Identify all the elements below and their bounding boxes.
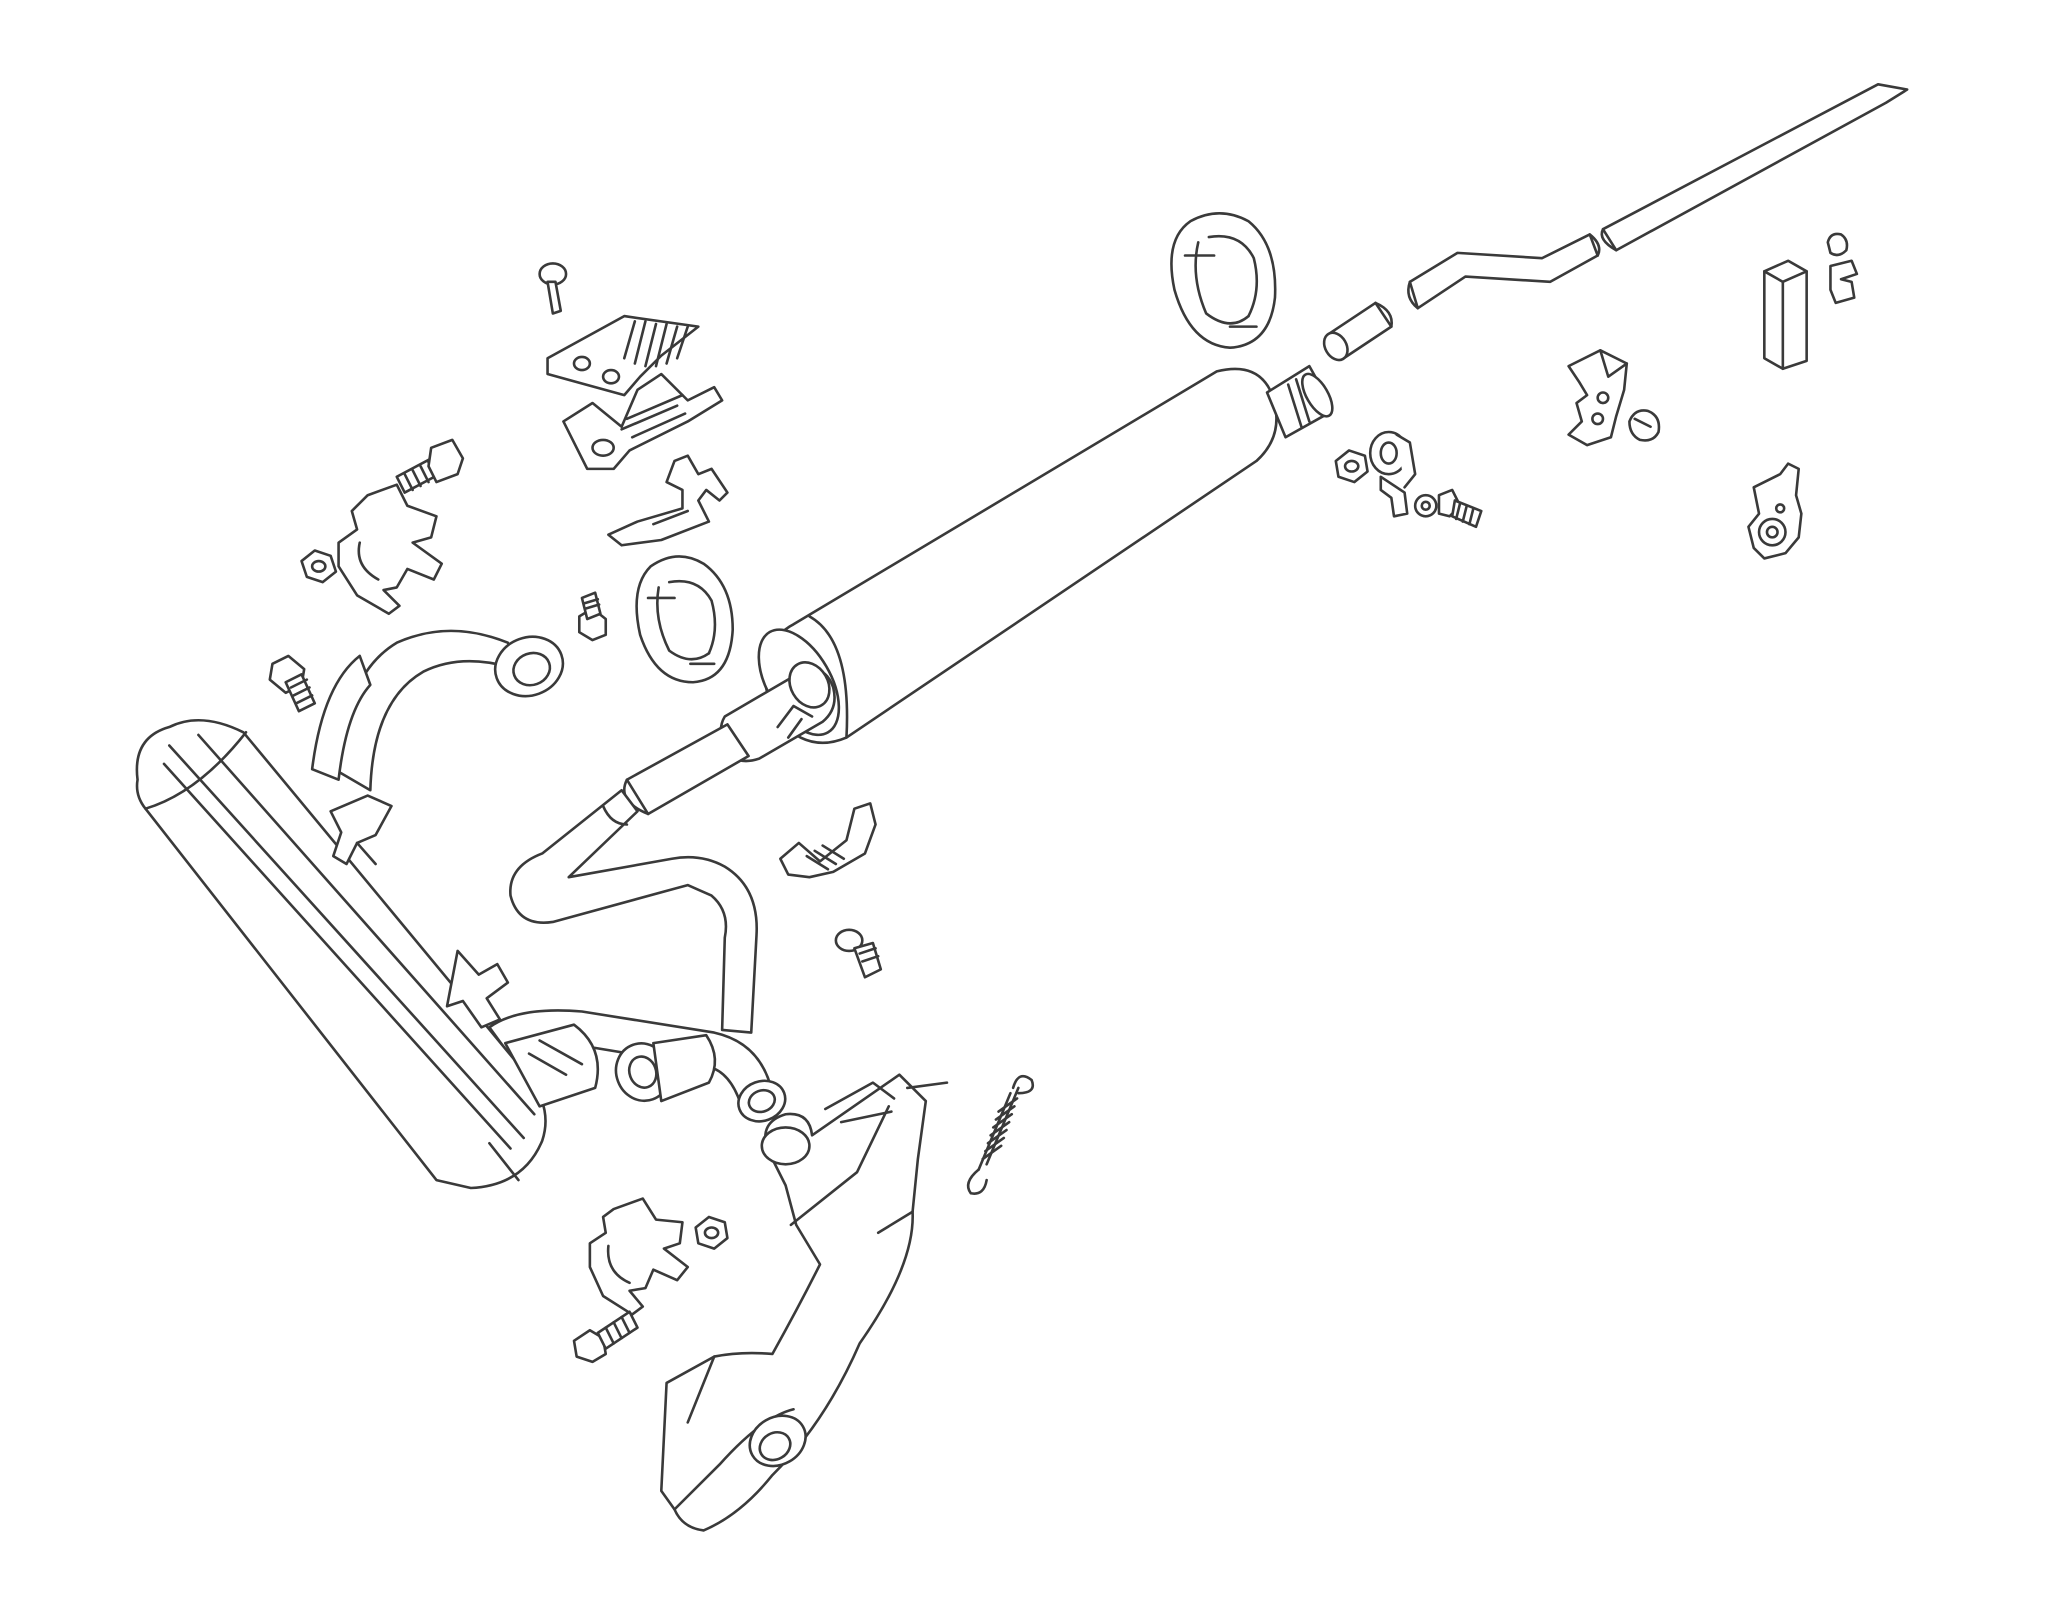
bolt-washer-right — [1415, 490, 1481, 527]
bolt-left-upper — [397, 440, 463, 493]
nut-left-upper — [302, 551, 336, 583]
exhaust-clamp-left — [339, 485, 442, 614]
bolt-small-center — [579, 593, 605, 640]
header-pipe — [312, 627, 571, 790]
cap-nut-right — [1629, 410, 1659, 440]
muffler-inlet-pipe — [721, 655, 838, 761]
tailpipe-end — [1602, 84, 1907, 250]
nut-right — [1336, 450, 1368, 482]
pipe-connector-sleeve — [1319, 303, 1391, 364]
front-muffler-bracket — [331, 796, 508, 1028]
muffler-outlet-stub — [1267, 366, 1338, 437]
mounting-bracket-right — [1569, 350, 1627, 445]
bolt-lower-left — [574, 1312, 637, 1362]
bolt-left-middle — [270, 656, 315, 711]
muffler-outlet-pipe — [505, 1025, 715, 1109]
rivet-pin — [540, 263, 566, 313]
small-bracket-upper — [608, 456, 727, 546]
hanger-rubber-ring-lower — [637, 556, 733, 682]
rubber-block — [1764, 261, 1806, 369]
intermediate-pipe — [510, 724, 756, 1032]
hanger-rubber-ring-upper — [1171, 213, 1275, 347]
bolt-lower-center — [836, 930, 881, 977]
nut-lower — [696, 1217, 728, 1249]
hanger-arm-right — [1748, 464, 1801, 559]
strap-clamp-upper — [548, 316, 723, 469]
small-clip-right — [1828, 234, 1857, 303]
tension-spring — [968, 1076, 1033, 1193]
pipe-clamp-right — [1370, 432, 1415, 516]
front-muffler — [137, 720, 546, 1188]
tailpipe-bent-section — [1408, 234, 1599, 308]
small-bracket-lower — [780, 803, 875, 877]
heat-shield-bracket — [661, 1075, 947, 1531]
exhaust-clamp-lower — [590, 1199, 688, 1315]
